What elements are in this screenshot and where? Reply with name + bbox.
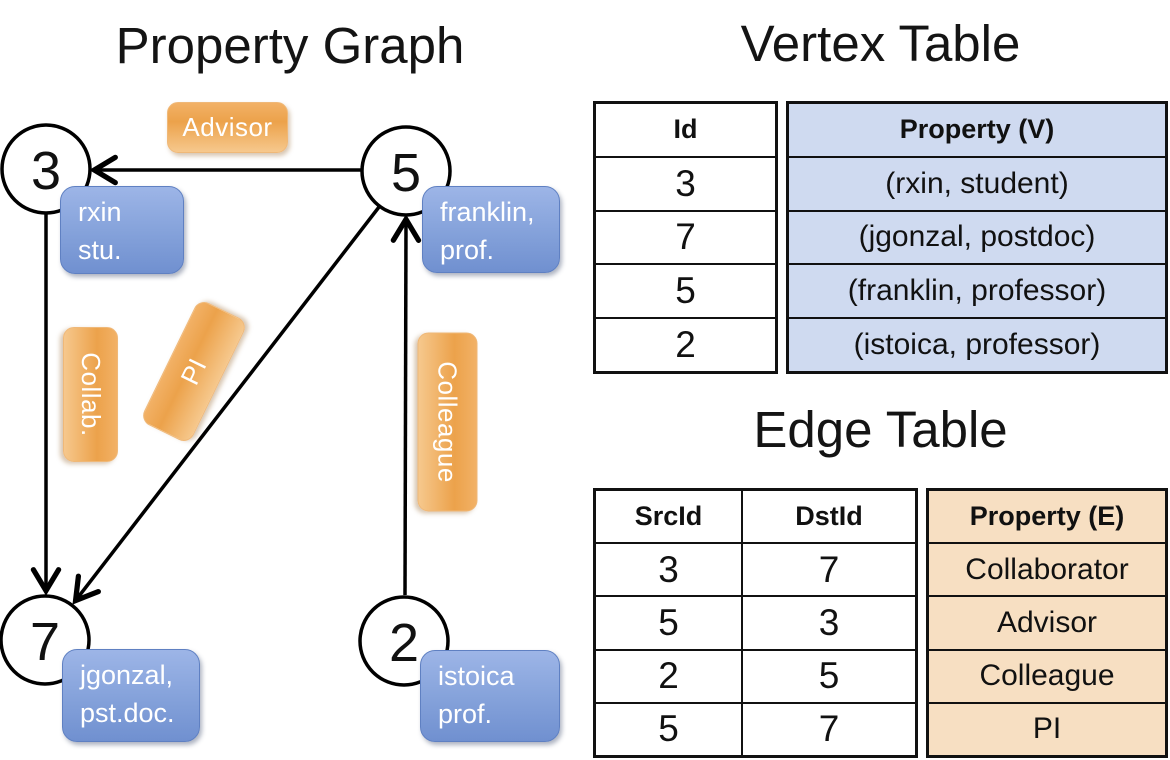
table-cell: 3: [743, 595, 915, 648]
table-cell: 7: [596, 209, 775, 264]
vertex-prop-line: prof.: [440, 235, 495, 265]
table-cell: 7: [743, 542, 915, 595]
edge-table-header-srcid: SrcId: [634, 501, 703, 532]
table-cell: (istoica, professor): [789, 317, 1165, 371]
table-cell: Colleague: [929, 648, 1165, 702]
table-cell: PI: [929, 701, 1165, 756]
table-cell: 3: [596, 542, 741, 595]
edge-label-advisor: Advisor: [167, 102, 288, 153]
table-cell: 2: [596, 648, 741, 702]
edge-label-collab: Collab.: [63, 327, 118, 462]
vertex-prop-box-7: jgonzal, pst.doc.: [62, 649, 200, 742]
table-cell: 5: [596, 701, 741, 755]
vertex-prop-line: franklin,: [440, 197, 535, 227]
edge-table-property-column: Property (E) Collaborator Advisor Collea…: [926, 488, 1168, 758]
table-cell: 5: [596, 595, 741, 648]
vertex-prop-line: jgonzal,: [80, 660, 174, 690]
node-label-2: 2: [388, 613, 420, 673]
table-cell: 5: [743, 648, 915, 702]
vertex-table-title: Vertex Table: [740, 15, 1021, 72]
vertex-prop-line: prof.: [438, 699, 493, 729]
table-cell: 5: [596, 263, 775, 317]
edge-arrow-pi-5-to-7: [72, 205, 381, 605]
node-label-5: 5: [390, 143, 422, 203]
table-cell: Advisor: [929, 595, 1165, 649]
vertex-prop-box-5: franklin, prof.: [422, 186, 560, 273]
table-cell: 7: [743, 701, 915, 755]
edge-table-id-columns: SrcId 3 5 2 5 DstId 7 3 5 7: [593, 488, 918, 758]
edge-label-colleague: Colleague: [417, 332, 478, 512]
vertex-table-id-column: Id 3 7 5 2: [593, 101, 778, 374]
table-cell: 3: [596, 155, 775, 210]
vertex-prop-line: istoica: [438, 661, 515, 691]
edge-table-header-property: Property (E): [929, 491, 1165, 543]
table-cell: (franklin, professor): [789, 263, 1165, 318]
table-cell: 2: [596, 317, 775, 371]
table-cell: (rxin, student): [789, 155, 1165, 210]
vertex-prop-box-2: istoica prof.: [420, 650, 560, 742]
vertex-table-header-id: Id: [673, 114, 698, 145]
edge-arrow-colleague-2-to-5: [390, 214, 422, 596]
node-label-3: 3: [30, 141, 62, 201]
edge-table-header-dstid: DstId: [795, 501, 863, 532]
edge-table-title: Edge Table: [753, 401, 1008, 458]
node-label-7: 7: [29, 612, 61, 672]
edge-table-dstid-column: DstId 7 3 5 7: [743, 491, 915, 755]
vertex-prop-line: pst.doc.: [80, 698, 175, 728]
edge-table-srcid-column: SrcId 3 5 2 5: [596, 491, 743, 755]
vertex-table-property-column: Property (V) (rxin, student) (jgonzal, p…: [786, 101, 1168, 374]
property-graph-title: Property Graph: [115, 17, 465, 74]
vertex-prop-line: rxin: [78, 197, 122, 227]
vertex-prop-box-3: rxin stu.: [60, 186, 184, 274]
vertex-table-header-property: Property (V): [789, 104, 1165, 156]
table-cell: Collaborator: [929, 542, 1165, 596]
table-cell: (jgonzal, postdoc): [789, 209, 1165, 264]
vertex-prop-line: stu.: [78, 235, 122, 265]
